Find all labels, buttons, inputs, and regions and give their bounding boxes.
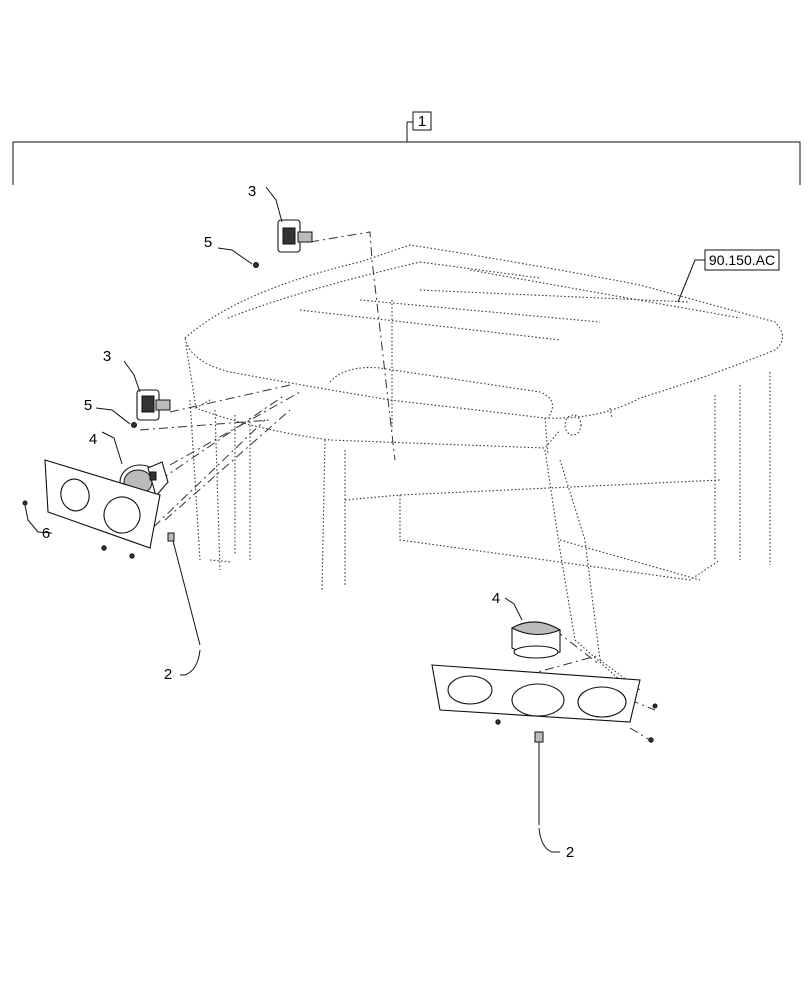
screw-upper: 5: [204, 234, 259, 268]
mirror-bracket-lower: 3: [103, 348, 171, 421]
item-1-label: 1: [418, 113, 426, 130]
callout-4-left: 4: [89, 431, 97, 448]
harness-right: 2: [534, 731, 574, 861]
reference-leader: [677, 259, 705, 303]
assembly-lines: [139, 231, 656, 741]
harness-left: 2: [164, 532, 201, 683]
bezel-screws: 6: [22, 500, 53, 542]
work-lamp-right: 4: [492, 590, 562, 659]
mirror-bracket-upper: 3: [248, 183, 313, 253]
assembly-bracket: 1: [12, 111, 801, 185]
cab-frame: [189, 372, 771, 691]
callout-3-upper: 3: [248, 183, 256, 200]
reference-callout: 90.150.AC: [677, 249, 780, 303]
callout-6: 6: [42, 525, 50, 542]
callout-2-right: 2: [566, 844, 574, 861]
bezel-panel-left: [44, 459, 161, 559]
callout-2-left: 2: [164, 666, 172, 683]
callout-5-upper: 5: [204, 234, 212, 251]
cab-roof: [184, 244, 784, 456]
callout-5-lower: 5: [84, 397, 92, 414]
item-1-box: [412, 111, 432, 131]
screw-lower: 5: [84, 397, 137, 428]
bezel-panel-right: [431, 664, 658, 743]
callout-4-right: 4: [492, 590, 500, 607]
reference-label: 90.150.AC: [709, 252, 775, 268]
callout-3-lower: 3: [103, 348, 111, 365]
